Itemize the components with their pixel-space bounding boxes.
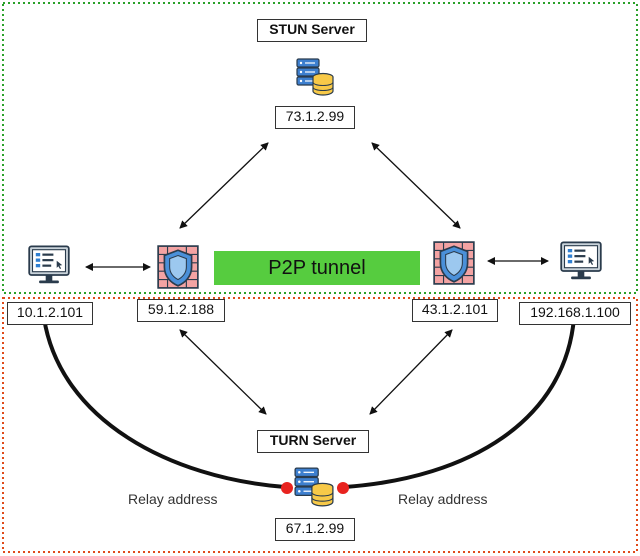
arrow-right-firewall-turn bbox=[369, 329, 453, 415]
arrow-left-firewall-stun bbox=[179, 142, 269, 229]
left-firewall-ip: 59.1.2.188 bbox=[137, 299, 225, 322]
turn-server-icon bbox=[294, 467, 334, 507]
relay-point-right bbox=[337, 482, 349, 494]
stun-server-title: STUN Server bbox=[257, 19, 367, 42]
right-client-ip: 192.168.1.100 bbox=[519, 302, 631, 325]
right-firewall-icon bbox=[433, 241, 475, 285]
relay-address-right: Relay address bbox=[398, 491, 488, 507]
stun-server-ip: 73.1.2.99 bbox=[275, 106, 355, 129]
relay-path-right bbox=[344, 317, 576, 489]
relay-point-left bbox=[281, 482, 293, 494]
left-firewall-icon bbox=[157, 245, 199, 289]
left-client-monitor-icon bbox=[28, 245, 70, 285]
turn-zone-border bbox=[2, 297, 638, 553]
relay-address-left: Relay address bbox=[128, 491, 218, 507]
relay-path-left bbox=[42, 317, 286, 489]
turn-server-ip: 67.1.2.99 bbox=[275, 518, 355, 541]
left-client-ip: 10.1.2.101 bbox=[7, 302, 93, 325]
p2p-tunnel: P2P tunnel bbox=[214, 251, 420, 285]
arrow-left-firewall-turn bbox=[179, 329, 267, 415]
right-firewall-ip: 43.1.2.101 bbox=[412, 299, 498, 322]
turn-server-title: TURN Server bbox=[257, 430, 369, 453]
stun-server-icon bbox=[296, 58, 334, 96]
right-client-monitor-icon bbox=[560, 241, 602, 281]
stun-zone-border bbox=[2, 2, 638, 294]
arrow-right-firewall-stun bbox=[371, 142, 461, 229]
